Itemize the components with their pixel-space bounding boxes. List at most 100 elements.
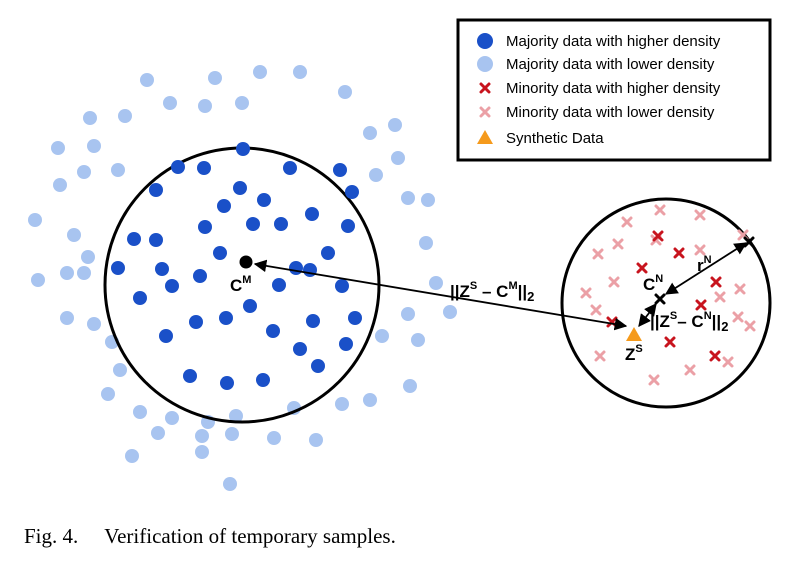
majority-higher-density-point (149, 233, 163, 247)
majority-lower-density-point (195, 429, 209, 443)
majority-lower-density-point (51, 141, 65, 155)
majority-higher-density-point (339, 337, 353, 351)
distance-to-minority-arrow (638, 303, 657, 327)
minority-centroid (654, 293, 666, 305)
majority-lower-density-point (53, 178, 67, 192)
majority-lower-density-point (60, 266, 74, 280)
majority-lower-density-point (403, 379, 417, 393)
caption-text: Verification of temporary samples. (104, 524, 396, 548)
majority-higher-density-point (171, 160, 185, 174)
majority-higher-density-point (333, 163, 347, 177)
majority-lower-density-point (77, 165, 91, 179)
minority-lower-density-point (732, 311, 744, 323)
minority-higher-density-point (664, 336, 676, 348)
majority-lower-density-point (267, 431, 281, 445)
majority-lower-density-point (151, 426, 165, 440)
majority-higher-density-point (272, 278, 286, 292)
minority-lower-density-point (714, 291, 726, 303)
majority-higher-density-point (236, 142, 250, 156)
majority-higher-density-point (197, 161, 211, 175)
majority-higher-density-point (306, 314, 320, 328)
majority-lower-density-point (87, 139, 101, 153)
minority-lower-density-points (580, 204, 756, 386)
majority-higher-density-point (335, 279, 349, 293)
majority-lower-density-point (429, 276, 443, 290)
majority-lower-density-point (235, 96, 249, 110)
majority-higher-density-point (189, 315, 203, 329)
majority-lower-density-point (293, 65, 307, 79)
synthetic-data-point (626, 327, 642, 341)
minority-lower-density-point (694, 244, 706, 256)
majority-lower-density-point (113, 363, 127, 377)
majority-lower-density-point (375, 329, 389, 343)
figure-caption: Fig. 4.Verification of temporary samples… (24, 524, 396, 549)
majority-lower-density-point (363, 393, 377, 407)
legend-label: Majority data with lower density (506, 56, 715, 73)
minority-lower-density-point (744, 320, 756, 332)
majority-higher-density-point (345, 185, 359, 199)
majority-higher-density-point (149, 183, 163, 197)
majority-lower-density-point (225, 427, 239, 441)
legend-marker (479, 106, 491, 118)
majority-higher-density-point (305, 207, 319, 221)
majority-lower-density-points (28, 65, 457, 491)
distance-to-majority-arrow (253, 259, 628, 331)
majority-higher-density-point (266, 324, 280, 338)
majority-lower-density-point (28, 213, 42, 227)
minority-lower-density-point (648, 374, 660, 386)
majority-higher-density-point (219, 311, 233, 325)
minority-higher-density-point (709, 350, 721, 362)
majority-higher-density-point (198, 220, 212, 234)
majority-lower-density-point (229, 409, 243, 423)
radius-arrow (664, 242, 748, 295)
majority-higher-density-point (165, 279, 179, 293)
majority-lower-density-point (133, 405, 147, 419)
majority-lower-density-point (77, 266, 91, 280)
majority-higher-density-points (111, 142, 362, 390)
distance-to-minority-label: ||ZS– CN||2 (650, 310, 728, 334)
minority-lower-density-point (684, 364, 696, 376)
minority-centroid-label: CN (643, 273, 663, 294)
majority-lower-density-point (421, 193, 435, 207)
majority-lower-density-point (401, 307, 415, 321)
majority-lower-density-point (83, 111, 97, 125)
majority-higher-density-point (183, 369, 197, 383)
majority-higher-density-point (217, 199, 231, 213)
majority-lower-density-point (391, 151, 405, 165)
legend-box (456, 18, 772, 162)
majority-lower-density-point (223, 477, 237, 491)
majority-lower-density-point (81, 250, 95, 264)
majority-higher-density-point (193, 269, 207, 283)
minority-lower-density-point (592, 248, 604, 260)
majority-lower-density-point (60, 311, 74, 325)
majority-higher-density-point (348, 311, 362, 325)
majority-higher-density-point (127, 232, 141, 246)
radius-label: rN (697, 254, 712, 275)
legend-label: Synthetic Data (506, 130, 604, 147)
legend-marker (477, 130, 493, 144)
majority-lower-density-point (198, 99, 212, 113)
minority-lower-density-point (608, 276, 620, 288)
majority-lower-density-point (195, 445, 209, 459)
majority-lower-density-point (309, 433, 323, 447)
majority-lower-density-point (363, 126, 377, 140)
majority-lower-density-point (335, 397, 349, 411)
legend-marker (477, 33, 493, 49)
minority-higher-density-point (673, 247, 685, 259)
distance-to-majority-label: ||ZS – CM||2 (450, 280, 534, 304)
minority-lower-density-point (734, 283, 746, 295)
synthetic-point-label: ZS (625, 343, 643, 364)
majority-higher-density-point (220, 376, 234, 390)
legend-label: Minority data with lower density (506, 104, 715, 121)
majority-lower-density-point (140, 73, 154, 87)
majority-higher-density-point (311, 359, 325, 373)
minority-lower-density-point (722, 356, 734, 368)
majority-higher-density-point (246, 217, 260, 231)
minority-lower-density-point (694, 209, 706, 221)
legend-marker (479, 82, 491, 94)
majority-lower-density-point (411, 333, 425, 347)
minority-lower-density-point (654, 204, 666, 216)
legend-label: Minority data with higher density (506, 80, 721, 97)
majority-higher-density-point (274, 217, 288, 231)
majority-higher-density-point (293, 342, 307, 356)
